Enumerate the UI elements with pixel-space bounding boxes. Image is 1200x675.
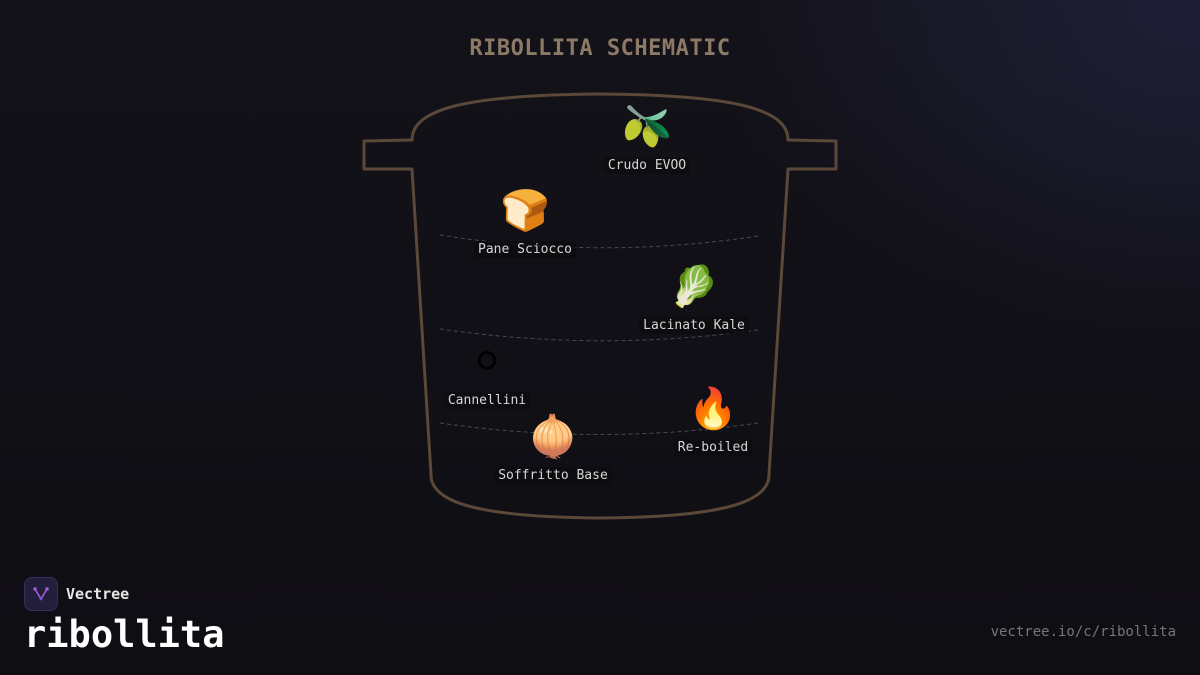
vectree-logo-icon <box>24 577 58 611</box>
ingredient-label: Cannellini <box>443 392 531 409</box>
brand-name: Vectree <box>66 585 130 603</box>
ingredient-label: Soffritto Base <box>494 467 612 484</box>
ingredient-soffritto-base: 🧅 Soffritto Base <box>468 413 638 484</box>
source-url[interactable]: vectree.io/c/ribollita <box>990 624 1176 640</box>
page-title: ribollita <box>24 613 225 656</box>
ingredient-label: Pane Sciocco <box>474 241 576 258</box>
olive-icon: 🫒 <box>622 104 672 150</box>
ingredient-cannellini: ⚪ Cannellini <box>402 338 572 409</box>
bread-icon: 🍞 <box>500 188 550 234</box>
diagram-title: RIBOLLITA SCHEMATIC <box>469 36 731 61</box>
white-circle-icon: ⚪ <box>470 339 504 385</box>
ingredient-lacinato-kale: 🥬 Lacinato Kale <box>609 263 779 334</box>
ingredient-pane-sciocco: 🍞 Pane Sciocco <box>440 187 610 258</box>
ingredient-label: Lacinato Kale <box>639 317 749 334</box>
ingredient-label: Crudo EVOO <box>603 157 691 174</box>
ingredient-re-boiled: 🔥 Re-boiled <box>628 385 798 456</box>
ingredient-crudo-evoo: 🫒 Crudo EVOO <box>562 103 732 174</box>
leafy-green-icon: 🥬 <box>669 264 719 310</box>
branding: Vectree ribollita <box>24 577 224 657</box>
fire-icon: 🔥 <box>688 386 738 432</box>
ingredient-label: Re-boiled <box>673 439 753 456</box>
pot-body <box>362 92 838 520</box>
onion-icon: 🧅 <box>528 414 578 460</box>
